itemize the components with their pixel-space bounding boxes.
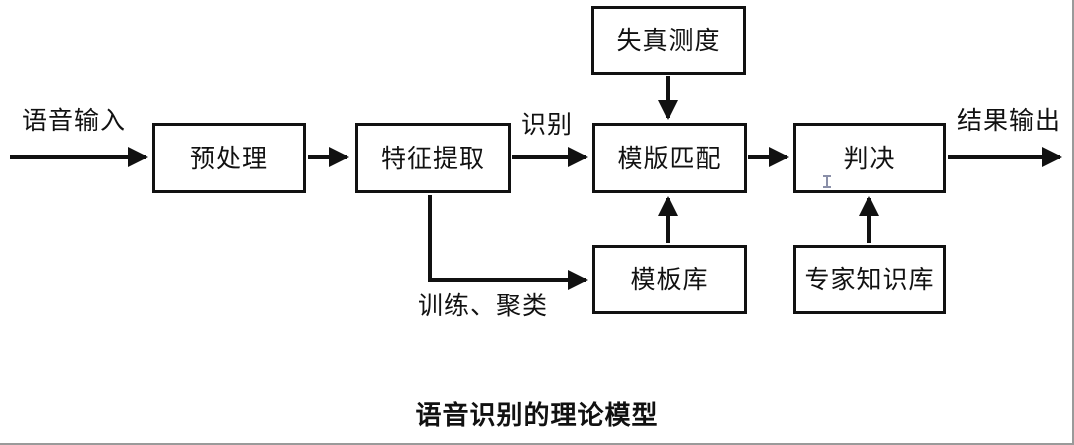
edge-label-training-clustering: 训练、聚类 [418, 291, 549, 320]
node-feature-extraction[interactable]: 特征提取 [355, 123, 511, 193]
arrow-feature-to-templatelib [428, 195, 588, 290]
node-decision[interactable]: 判决 [793, 123, 946, 193]
node-distortion-measure-label: 失真测度 [616, 26, 721, 55]
node-preprocess[interactable]: 预处理 [152, 123, 306, 193]
edge-label-speech-input: 语音输入 [22, 106, 127, 135]
node-expert-knowledge-base[interactable]: 专家知识库 [793, 245, 946, 314]
edge-label-recognition: 识别 [521, 110, 574, 139]
node-distortion-measure[interactable]: 失真测度 [591, 6, 746, 75]
node-template-library[interactable]: 模板库 [592, 245, 747, 314]
node-preprocess-label: 预处理 [189, 143, 268, 173]
node-template-matching[interactable]: 模版匹配 [592, 123, 747, 193]
node-feature-extraction-label: 特征提取 [380, 143, 485, 173]
edge-label-result-output: 结果输出 [957, 106, 1062, 135]
node-expert-knowledge-base-label: 专家知识库 [804, 265, 935, 294]
node-decision-label: 判决 [843, 143, 896, 173]
text-cursor-artifact [823, 175, 831, 188]
node-template-library-label: 模板库 [630, 265, 709, 294]
node-template-matching-label: 模版匹配 [617, 143, 722, 173]
figure-caption: 语音识别的理论模型 [415, 401, 659, 431]
